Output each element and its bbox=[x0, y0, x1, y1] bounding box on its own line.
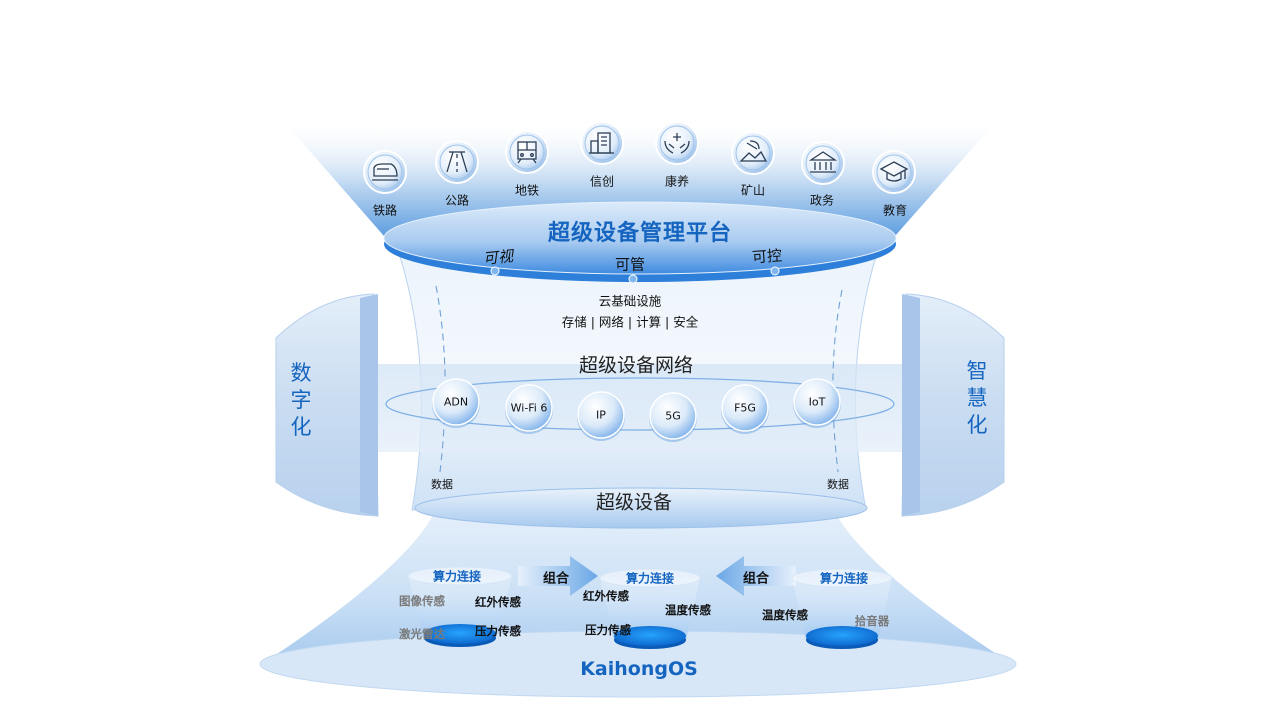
cup-title: 算力连接 bbox=[819, 571, 869, 586]
industry-label: 地铁 bbox=[514, 183, 540, 198]
network-node-label: 5G bbox=[665, 409, 681, 423]
network-node-label: IP bbox=[596, 408, 606, 422]
sensor-cup bbox=[599, 568, 701, 649]
government-icon bbox=[801, 141, 845, 185]
sensor-label: 温度传感 bbox=[665, 603, 711, 617]
sensor-label: 激光雷达 bbox=[399, 627, 445, 641]
network-node-circles bbox=[432, 378, 841, 442]
platform-title: 超级设备管理平台 bbox=[547, 221, 733, 246]
capability-visible: 可视 bbox=[482, 246, 514, 269]
left-panel bbox=[275, 293, 379, 517]
network-node-label: Wi-Fi 6 bbox=[510, 401, 548, 415]
capability-dot bbox=[770, 266, 780, 276]
train-icon bbox=[363, 150, 407, 194]
industry-label: 康养 bbox=[664, 174, 690, 189]
network-title: 超级设备网络 bbox=[578, 354, 694, 377]
capability-dot bbox=[490, 266, 500, 276]
sensor-label: 温度传感 bbox=[762, 608, 808, 622]
combine-arrow-left bbox=[716, 556, 796, 596]
network-node-label: IoT bbox=[808, 395, 826, 409]
network-node bbox=[577, 391, 625, 441]
network-node bbox=[505, 384, 553, 434]
platform-disc bbox=[383, 201, 897, 275]
industry-label: 信创 bbox=[589, 174, 615, 189]
healthcare-icon bbox=[655, 121, 699, 165]
cloud-title: 云基础设施 bbox=[598, 293, 662, 309]
side-label-left: 数字化 bbox=[288, 361, 312, 443]
network-orbit bbox=[385, 377, 895, 431]
road-icon bbox=[435, 140, 479, 184]
right-panel bbox=[901, 293, 1005, 517]
side-label-right: 智慧化 bbox=[964, 359, 988, 441]
device-disc bbox=[414, 487, 868, 529]
data-label-left: 数据 bbox=[431, 478, 453, 491]
capability-control: 可控 bbox=[751, 246, 783, 267]
industry-label: 政务 bbox=[809, 193, 835, 208]
sensor-label: 图像传感 bbox=[399, 594, 445, 608]
capability-manage: 可管 bbox=[614, 255, 646, 274]
network-node-label: ADN bbox=[443, 395, 469, 409]
subway-icon bbox=[505, 130, 549, 174]
device-title: 超级设备 bbox=[595, 491, 673, 514]
industry-label: 矿山 bbox=[740, 183, 766, 198]
data-label-right: 数据 bbox=[827, 478, 849, 491]
flow-line-left bbox=[435, 285, 446, 473]
flow-line-right bbox=[832, 289, 843, 473]
combine-arrow-right bbox=[518, 556, 598, 596]
sensor-label: 红外传感 bbox=[475, 595, 521, 609]
sensor-cup bbox=[407, 566, 513, 647]
server-icon bbox=[580, 121, 624, 165]
network-node bbox=[793, 378, 841, 428]
sensor-cup bbox=[791, 568, 893, 649]
education-icon bbox=[872, 150, 916, 194]
capability-dot bbox=[628, 274, 638, 284]
network-node bbox=[432, 378, 480, 428]
network-band bbox=[300, 364, 982, 452]
combine-label-left: 组合 bbox=[542, 571, 570, 587]
industry-label: 公路 bbox=[444, 193, 470, 208]
industry-icon-circles bbox=[363, 121, 916, 194]
sensor-label: 红外传感 bbox=[583, 589, 629, 603]
network-node bbox=[721, 384, 769, 434]
cloud-items: 存储 | 网络 | 计算 | 安全 bbox=[561, 314, 699, 330]
sensor-label: 压力传感 bbox=[585, 623, 631, 637]
sensor-cups bbox=[407, 566, 893, 649]
industry-label: 铁路 bbox=[372, 203, 398, 218]
os-label: KaihongOS bbox=[580, 658, 698, 680]
industry-label: 教育 bbox=[882, 203, 908, 218]
mining-icon bbox=[731, 131, 775, 175]
network-node bbox=[649, 392, 697, 442]
sensor-label: 压力传感 bbox=[475, 624, 521, 638]
combine-label-right: 组合 bbox=[742, 571, 770, 587]
cup-title: 算力连接 bbox=[432, 569, 482, 584]
cup-title: 算力连接 bbox=[625, 571, 675, 586]
network-node-label: F5G bbox=[734, 401, 756, 415]
sensor-label: 拾音器 bbox=[854, 614, 890, 628]
